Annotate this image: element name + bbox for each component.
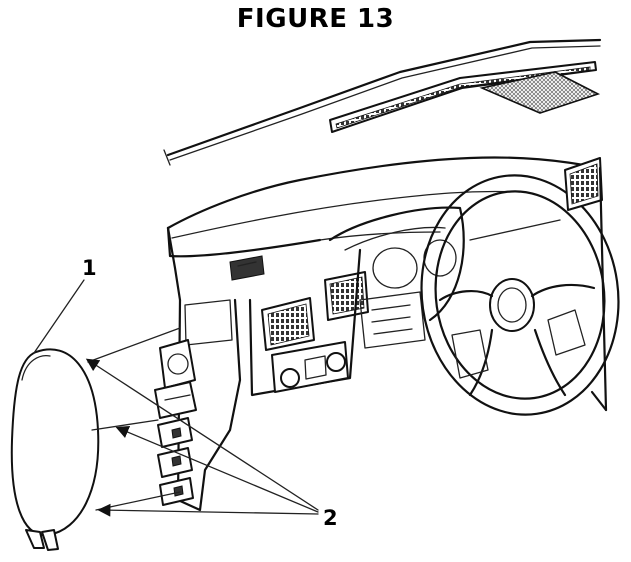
instrument-panel-top <box>166 156 602 302</box>
callout-label-1: 1 <box>82 256 97 280</box>
defroster-vent <box>329 61 597 133</box>
callout-label-2: 2 <box>323 506 338 530</box>
center-air-vents <box>261 271 369 351</box>
panel-end-cap-mount <box>154 298 242 512</box>
dash-speaker-grille <box>479 71 601 114</box>
right-vent <box>564 157 608 412</box>
center-stack <box>229 248 362 397</box>
instrument-panel-end-cap <box>10 348 100 551</box>
callout-2-arrows <box>85 358 319 517</box>
callout-1-leader <box>33 279 85 354</box>
figure-title: FIGURE 13 <box>236 4 395 34</box>
steering-wheel <box>420 174 620 416</box>
windshield-cowl <box>163 38 602 166</box>
